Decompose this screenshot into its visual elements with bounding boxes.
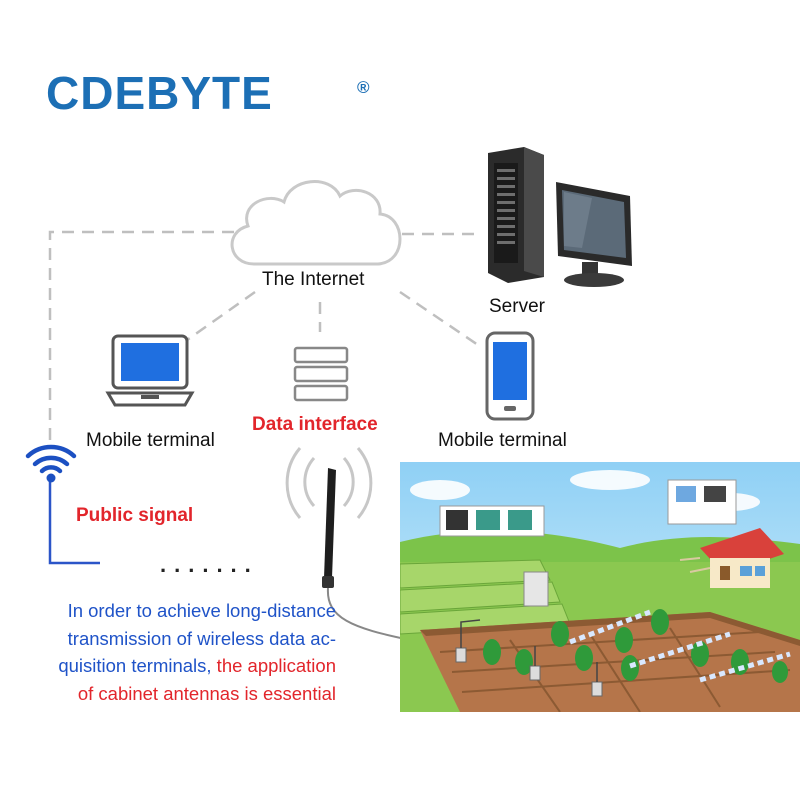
wifi-icon: [25, 444, 77, 483]
data-interface-icon: [293, 346, 349, 402]
ellipsis-dots: .......: [160, 552, 259, 577]
caption-line-1: In order to achieve long-distance: [67, 600, 336, 621]
laptop-icon: [105, 334, 195, 407]
dashed-line-cloud-phone: [399, 290, 479, 347]
mobile-terminal-right-label: Mobile terminal: [438, 430, 567, 451]
data-interface-label: Data interface: [252, 414, 378, 435]
caption-line-2: transmission of wireless data ac-: [67, 627, 336, 649]
internet-label: The Internet: [262, 269, 365, 290]
caption-line-3-red: the application: [211, 655, 336, 676]
monitor-icon: [556, 182, 632, 287]
caption-line-4: of cabinet antennas is essential: [77, 682, 336, 704]
caption: In order to achieve long-distance transm…: [6, 597, 336, 707]
registered-mark: ®: [357, 78, 370, 97]
dashed-line-cloud-laptop: [179, 290, 256, 347]
caption-line-3: quisition terminals, the application: [6, 652, 336, 680]
cloud-icon: [230, 180, 402, 266]
caption-line-3-blue: quisition terminals,: [58, 655, 212, 676]
cabinet-antenna-icon: [285, 447, 411, 641]
dashed-line-left-vertical: [48, 230, 250, 440]
phone-icon: [485, 331, 535, 421]
mobile-terminal-left-label: Mobile terminal: [86, 430, 215, 451]
public-signal-cable: [48, 478, 100, 565]
server-icon: [488, 147, 544, 283]
brand-logo: CDEBYTE: [46, 67, 273, 119]
public-signal-label: Public signal: [76, 505, 194, 526]
farm-illustration: [400, 462, 800, 712]
server-label: Server: [489, 296, 545, 317]
